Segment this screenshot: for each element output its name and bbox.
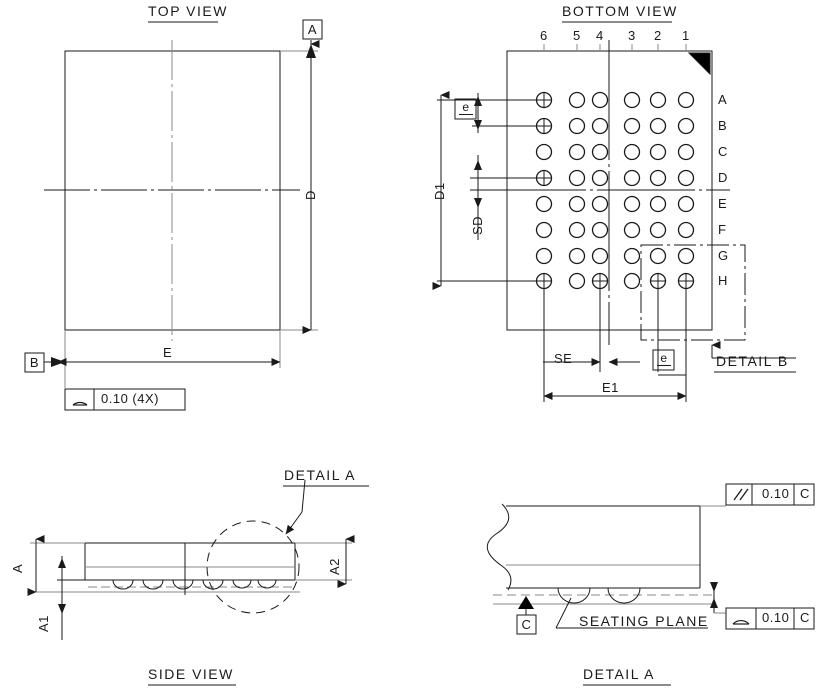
detail-a-title: DETAIL A xyxy=(583,666,655,682)
side-view-title: SIDE VIEW xyxy=(148,666,234,682)
profile-datum-ref: C xyxy=(800,610,810,625)
datum-c-label: C xyxy=(521,617,532,632)
top-view-profile-tolerance-value: 0.10 (4X) xyxy=(101,391,159,406)
top-view-dim-e: E xyxy=(163,345,173,360)
detail-a-geometry xyxy=(486,483,815,686)
row-label-e: E xyxy=(718,196,728,211)
side-view-dim-a: A xyxy=(10,563,25,573)
column-label-2: 2 xyxy=(654,28,662,43)
side-view-geometry xyxy=(27,479,369,686)
top-view-geometry xyxy=(24,19,323,411)
column-label-1: 1 xyxy=(682,28,690,43)
column-label-3: 3 xyxy=(628,28,636,43)
row-label-f: F xyxy=(718,222,727,237)
bottom-view-dim-se: SE xyxy=(554,351,573,366)
bottom-view-dim-sd: SD xyxy=(470,215,485,235)
row-label-c: C xyxy=(718,144,728,159)
bottom-view-dim-d1: D1 xyxy=(432,182,447,200)
side-view-dim-a2: A2 xyxy=(327,558,342,575)
column-label-5: 5 xyxy=(573,28,581,43)
row-label-g: G xyxy=(718,248,729,263)
pitch-e-vertical-symbol: e xyxy=(459,101,473,115)
top-view-title: TOP VIEW xyxy=(148,3,228,19)
bottom-view-geometry xyxy=(432,21,796,402)
seating-plane-label: SEATING PLANE xyxy=(579,613,709,629)
detail-a-callout-label: DETAIL A xyxy=(284,467,356,483)
row-label-h: H xyxy=(718,273,728,288)
profile-tolerance-value: 0.10 xyxy=(762,610,790,625)
row-label-a: A xyxy=(718,92,728,107)
parallelism-tolerance-value: 0.10 xyxy=(762,486,790,501)
bottom-view-dim-e1: E1 xyxy=(602,380,619,395)
bottom-view-title: BOTTOM VIEW xyxy=(562,3,678,19)
datum-a-label: A xyxy=(307,22,318,37)
parallelism-datum-ref: C xyxy=(800,486,810,501)
pitch-e-horizontal-symbol: e xyxy=(657,352,671,366)
column-label-4: 4 xyxy=(596,28,604,43)
side-view-dim-a1: A1 xyxy=(36,615,51,632)
detail-b-label: DETAIL B xyxy=(716,353,789,369)
row-label-b: B xyxy=(718,118,728,133)
column-label-6: 6 xyxy=(540,28,548,43)
row-label-d: D xyxy=(718,170,728,185)
datum-b-label: B xyxy=(29,355,40,370)
top-view-dim-d: D xyxy=(303,190,318,200)
